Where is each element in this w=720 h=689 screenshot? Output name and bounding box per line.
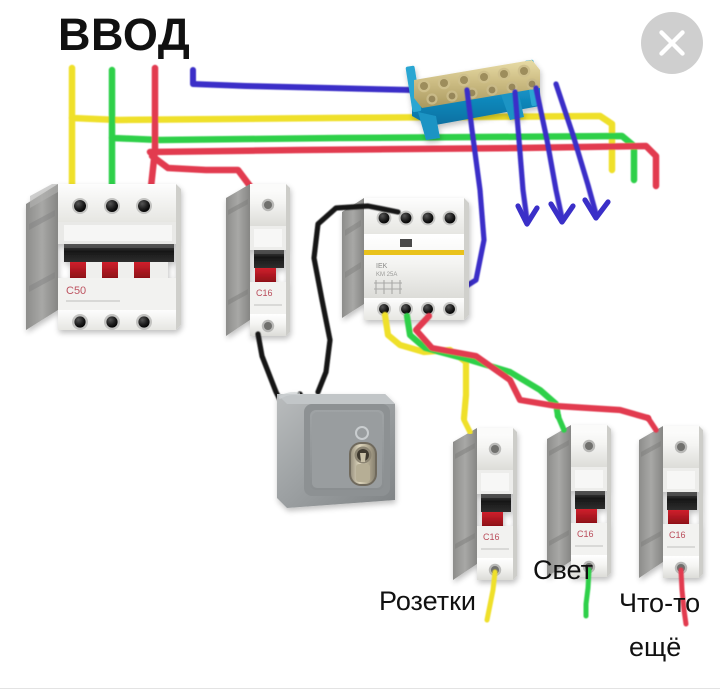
wire-stubs-bottom-breakers: [461, 413, 659, 435]
main-breaker: [26, 184, 181, 330]
control-breaker: [226, 184, 290, 336]
wire-group-loads: [484, 567, 689, 627]
wire-group-neutral-blue: [427, 81, 599, 301]
label-light: Свет: [533, 555, 594, 585]
breaker-sockets: [453, 428, 517, 580]
close-button[interactable]: [641, 12, 703, 74]
contactor: [341, 197, 470, 321]
breaker-other: [639, 426, 703, 578]
wire-group-top-feeders: [68, 64, 660, 200]
key-switch-box: [277, 392, 395, 508]
label-input: ВВОД: [58, 9, 191, 60]
blue-arrow-heads: [515, 197, 611, 227]
label-something-else-line1: Что-то: [619, 588, 701, 618]
label-something-else-line2: ещё: [629, 632, 682, 662]
label-sockets: Розетки: [379, 586, 476, 616]
wire-group-outgoing: [381, 311, 652, 422]
close-x-icon: [659, 30, 685, 56]
